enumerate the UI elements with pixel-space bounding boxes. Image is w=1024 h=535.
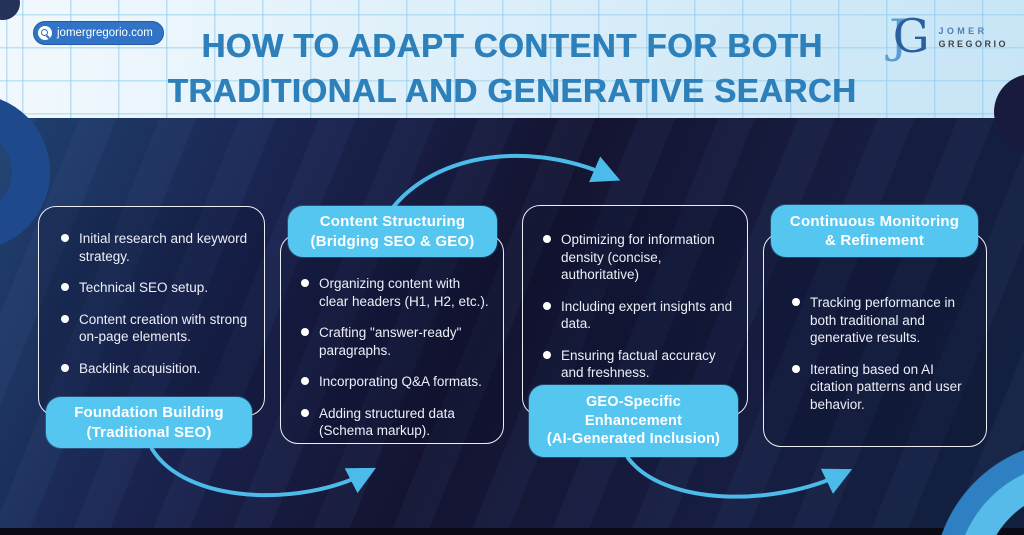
bullet-dot-icon [543, 350, 551, 359]
bullet-list: Organizing content with clear headers (H… [281, 235, 503, 440]
step-label-content-structuring: Content Structuring (Bridging SEO & GEO) [288, 206, 497, 257]
bullet-dot-icon [543, 301, 551, 310]
bullet-list: Optimizing for information density (conc… [523, 206, 747, 382]
logo-letter-g: G [892, 9, 930, 63]
logo-letter-j: J [889, 9, 908, 63]
bullet-item: Ensuring factual accuracy and freshness. [543, 347, 737, 382]
step-card-foundation-building: Initial research and keyword strategy. T… [38, 206, 265, 416]
bullet-item: Including expert insights and data. [543, 298, 737, 333]
website-badge-label: jomergregorio.com [57, 27, 153, 39]
bullet-dot-icon [61, 283, 69, 292]
bullet-dot-icon [301, 408, 309, 417]
logo-name-last: GREGORIO [938, 38, 1008, 49]
website-badge: jomergregorio.com [33, 21, 164, 45]
step-card-continuous-monitoring: Tracking performance in both traditional… [763, 233, 987, 447]
step-card-content-structuring: Organizing content with clear headers (H… [280, 234, 504, 444]
bullet-item: Organizing content with clear headers (H… [301, 275, 493, 310]
bullet-item: Initial research and keyword strategy. [61, 230, 248, 265]
step-label-geo-enhancement: GEO-Specific Enhancement (AI-Generated I… [529, 385, 738, 457]
bullet-dot-icon [301, 328, 309, 337]
bullet-dot-icon [543, 235, 551, 243]
step-label-continuous-monitoring: Continuous Monitoring & Refinement [771, 205, 978, 257]
step-label-foundation-building: Foundation Building (Traditional SEO) [46, 397, 252, 448]
bullet-item: Optimizing for information density (conc… [543, 231, 737, 284]
step-card-geo-enhancement: Optimizing for information density (conc… [522, 205, 748, 416]
bullet-dot-icon [301, 279, 309, 287]
bullet-dot-icon [301, 377, 309, 386]
logo-name-first: JOMER [938, 25, 988, 36]
bullet-item: Crafting "answer-ready" paragraphs. [301, 324, 493, 359]
bullet-item: Adding structured data (Schema markup). [301, 405, 493, 440]
bullet-dot-icon [61, 314, 69, 323]
bullet-dot-icon [792, 364, 800, 373]
bullet-item: Tracking performance in both traditional… [792, 294, 976, 347]
brand-logo: JG JOMER GREGORIO [889, 13, 1008, 59]
search-icon [38, 26, 52, 40]
bullet-item: Incorporating Q&A formats. [301, 373, 493, 391]
bullet-list: Tracking performance in both traditional… [764, 234, 986, 413]
bullet-dot-icon [61, 234, 69, 242]
bullet-dot-icon [61, 363, 69, 372]
page-title-line1: HOW TO ADAPT CONTENT FOR BOTH [201, 27, 823, 64]
bullet-item: Content creation with strong on-page ele… [61, 311, 248, 346]
bullet-dot-icon [792, 298, 800, 306]
logo-name: JOMER GREGORIO [938, 24, 1008, 49]
bullet-item: Iterating based on AI citation patterns … [792, 361, 976, 414]
page-title: HOW TO ADAPT CONTENT FOR BOTH TRADITIONA… [0, 23, 1024, 113]
bullet-item: Technical SEO setup. [61, 279, 248, 297]
bullet-list: Initial research and keyword strategy. T… [39, 207, 264, 377]
page-title-line2: TRADITIONAL AND GENERATIVE SEARCH [167, 72, 857, 109]
bullet-item: Backlink acquisition. [61, 360, 248, 378]
header-band [0, 0, 1024, 118]
logo-monogram: JG [889, 13, 929, 59]
